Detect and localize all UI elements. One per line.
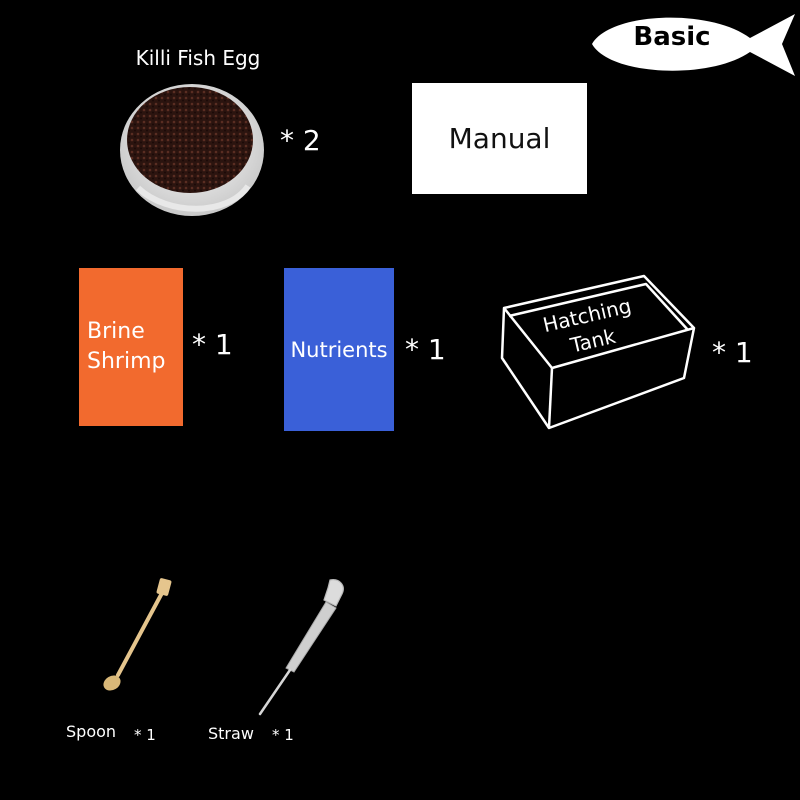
manual-card: Manual (412, 83, 587, 194)
brine-shrimp-quantity: * 1 (192, 328, 233, 361)
manual-label: Manual (448, 122, 551, 155)
pipette-icon (258, 579, 344, 716)
spoon-icon (103, 578, 172, 691)
nutrients-quantity: * 1 (405, 333, 446, 366)
brine-shrimp-line2: Shrimp (87, 349, 166, 374)
basic-badge-label: Basic (633, 22, 711, 52)
hatching-tank-quantity: * 1 (712, 336, 753, 369)
killi-egg-title: Killi Fish Egg (135, 46, 261, 70)
spoon-label: Spoon (66, 722, 117, 741)
fish-icon (592, 14, 795, 76)
hatching-tank-icon (500, 274, 696, 430)
brine-shrimp-card: Brine Shrimp (79, 268, 183, 426)
spoon-quantity: * 1 (134, 726, 156, 744)
killi-egg-quantity: * 2 (280, 124, 321, 157)
egg-bowl-image (120, 84, 264, 216)
brine-shrimp-line1: Brine (87, 319, 145, 344)
straw-quantity: * 1 (272, 726, 294, 744)
straw-label: Straw (208, 724, 254, 743)
nutrients-label: Nutrients (290, 337, 388, 362)
nutrients-card: Nutrients (284, 268, 394, 431)
